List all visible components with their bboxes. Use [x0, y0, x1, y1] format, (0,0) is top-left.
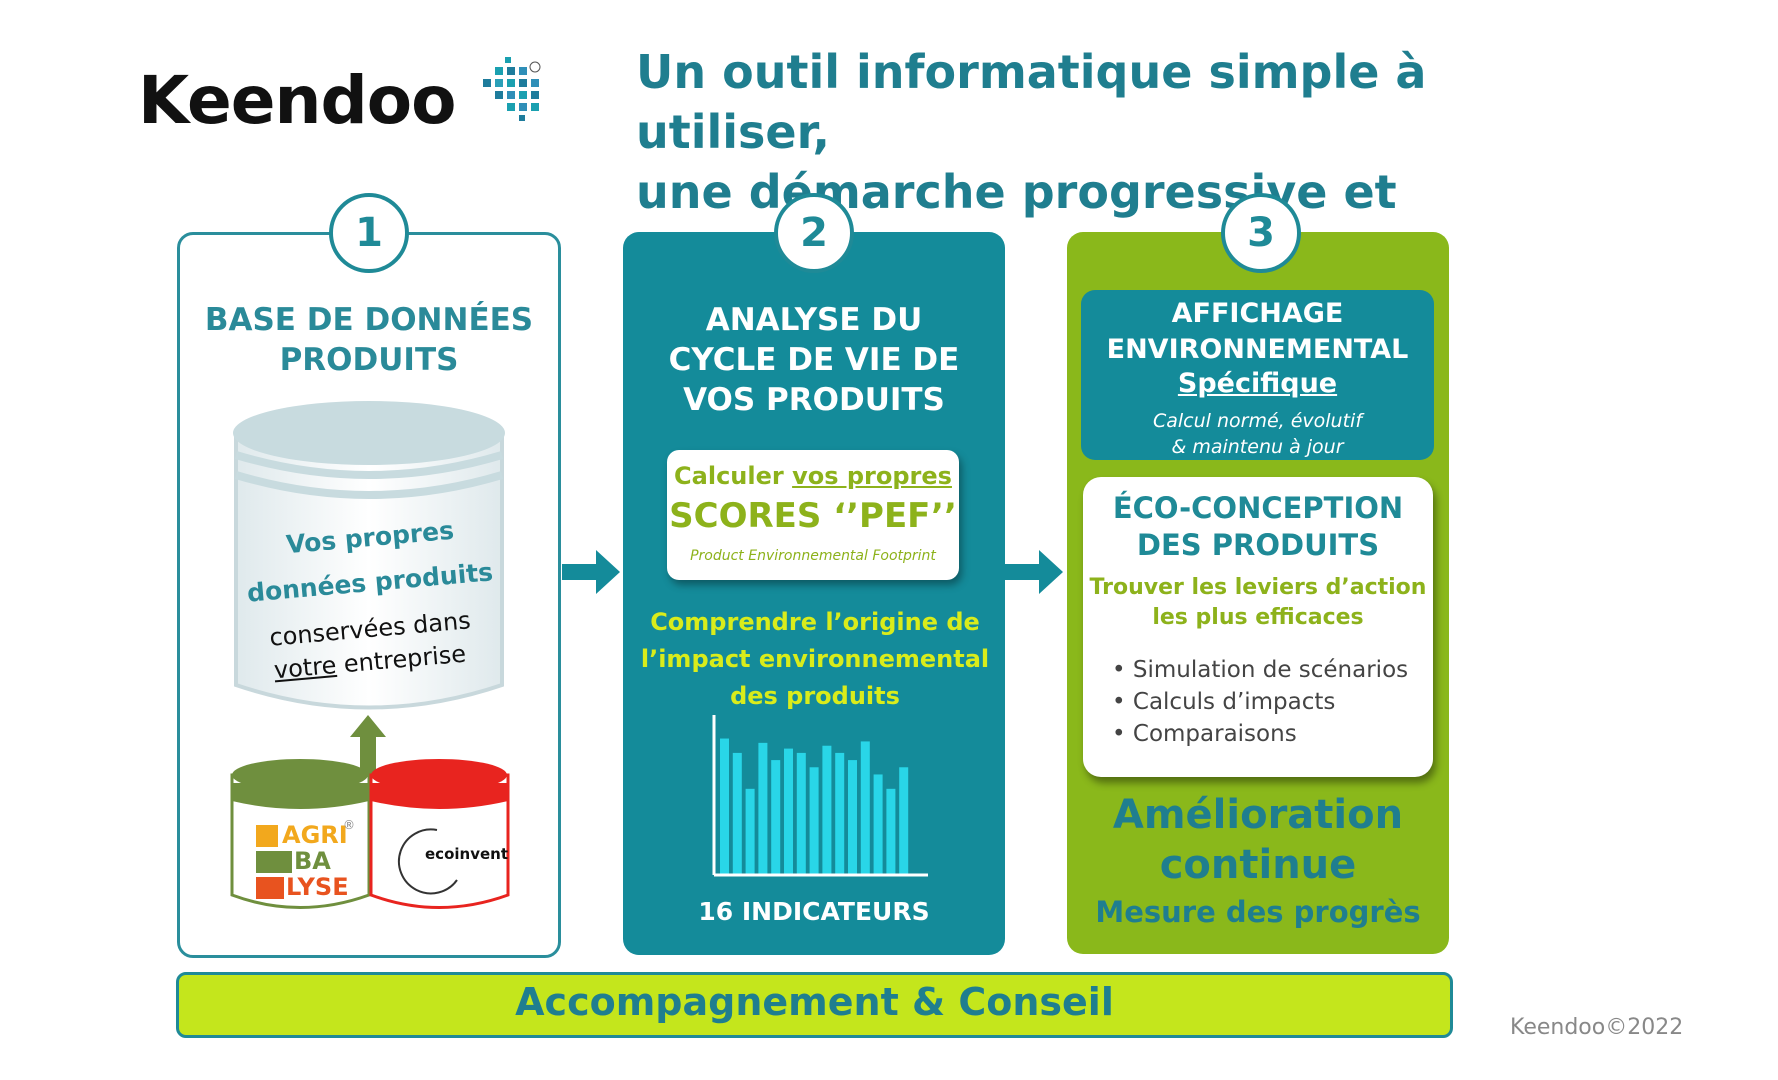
support-banner	[176, 972, 1453, 1038]
understand-line-2: l’impact environnemental	[640, 645, 990, 673]
ecoinvent-cylinder-icon	[369, 759, 510, 909]
panel2-title-line-2: CYCLE DE VIE DE	[668, 342, 960, 378]
up-arrow-icon	[350, 715, 386, 790]
pef-score-card: Calculer vos propres SCORES ‘’PEF’’ Prod…	[667, 450, 959, 580]
logo-text: Keendoo	[138, 62, 456, 139]
pef-prefix: Calculer	[674, 462, 793, 490]
agribalyse-mark: ®	[343, 818, 355, 832]
pef-line-1: Calculer vos propres	[667, 462, 959, 490]
agribalyse-line-2: BA	[294, 847, 331, 875]
panel2-understand-text: Comprendre l’origine de l’impact environ…	[640, 604, 990, 715]
chart-bar	[784, 748, 793, 875]
agribalyse-line-1: AGRI	[282, 821, 348, 849]
panel1-title-line-1: BASE DE DONNÉES	[204, 302, 534, 338]
step-badge-2: 2	[774, 193, 854, 273]
panel2-title: ANALYSE DU CYCLE DE VIE DE VOS PRODUITS	[623, 300, 1005, 420]
list-item: • Calculs d’impacts	[1112, 689, 1336, 715]
pef-full-name: Product Environnemental Footprint	[690, 548, 936, 564]
indicators-count-label: 16 INDICATEURS	[698, 897, 930, 926]
db-text-underlined: votre	[272, 651, 338, 685]
progress-measure-label: Mesure des progrès	[1095, 895, 1421, 929]
chart-bar	[860, 741, 870, 875]
eco-sub-line-2: les plus efficaces	[1152, 605, 1364, 630]
understand-line-3: des produits	[730, 682, 900, 710]
eco-sub-line-1: Trouver les leviers d’action	[1089, 575, 1427, 600]
aff-subtitle: Calcul normé, évolutif & maintenu à jour	[1081, 408, 1434, 460]
logo-pixel-icon	[483, 57, 541, 121]
chart-bar	[720, 738, 729, 875]
aff-specific-label: Spécifique	[1177, 368, 1338, 399]
chart-bar	[745, 788, 755, 875]
eco-title-line-2: DES PRODUITS	[1136, 528, 1380, 562]
eco-bullet-list: • Simulation de scénarios • Calculs d’im…	[1112, 654, 1432, 750]
continuous-improvement: Amélioration continue	[1067, 790, 1449, 890]
eco-subtitle: Trouver les leviers d’action les plus ef…	[1083, 573, 1433, 633]
chart-bar	[886, 788, 896, 875]
step-badge-1: 1	[329, 193, 409, 273]
ecoinvent-label: ecoinvent	[425, 845, 508, 863]
pef-scores: SCORES ‘’PEF’’	[669, 496, 957, 536]
indicators-bar-chart	[712, 715, 928, 877]
list-item: • Simulation de scénarios	[1112, 657, 1409, 683]
copyright-text: Keendoo©2022	[1510, 1015, 1684, 1040]
chart-bar	[822, 745, 832, 875]
list-item: • Comparaisons	[1112, 721, 1297, 747]
chart-bar	[758, 742, 768, 875]
panel2-title-line-1: ANALYSE DU	[705, 302, 923, 338]
panel1-title-line-2: PRODUITS	[279, 342, 459, 378]
pef-underlined: vos propres	[792, 462, 952, 490]
list-item-text: Simulation de scénarios	[1132, 657, 1409, 683]
panel2-title-line-3: VOS PRODUITS	[683, 382, 945, 418]
list-item-text: Comparaisons	[1132, 721, 1297, 747]
aff-title-line-1: AFFICHAGE	[1171, 298, 1344, 329]
arrow-right-icon	[562, 550, 620, 594]
aff-title: AFFICHAGE ENVIRONNEMENTAL	[1081, 296, 1434, 368]
chart-bar	[873, 774, 883, 875]
chart-bar	[835, 752, 845, 875]
chart-bar	[809, 767, 819, 875]
environmental-display-card	[1081, 290, 1434, 460]
eco-title-line-1: ÉCO-CONCEPTION	[1112, 491, 1404, 525]
aff-sub-line-2: & maintenu à jour	[1171, 436, 1344, 458]
amel-line-1: Amélioration	[1112, 792, 1404, 838]
chart-bar	[899, 767, 909, 875]
chart-bars	[720, 738, 909, 875]
arrow-right-icon	[1005, 550, 1063, 594]
panel1-title: BASE DE DONNÉES PRODUITS	[177, 300, 561, 380]
aff-title-line-2: ENVIRONNEMENTAL	[1106, 334, 1409, 365]
eco-design-card	[1083, 477, 1433, 777]
eco-title: ÉCO-CONCEPTION DES PRODUITS	[1083, 490, 1433, 564]
support-banner-label: Accompagnement & Conseil	[515, 980, 1114, 1024]
headline-line-1: Un outil informatique simple à utiliser,	[636, 45, 1427, 159]
list-item-text: Calculs d’impacts	[1132, 689, 1336, 715]
database-cylinder-icon	[233, 401, 505, 710]
chart-bar	[732, 752, 742, 875]
agribalyse-cylinder-icon	[230, 759, 371, 909]
step-badge-3: 3	[1221, 193, 1301, 273]
understand-line-1: Comprendre l’origine de	[650, 608, 980, 636]
chart-bar	[848, 760, 857, 875]
chart-bar	[796, 752, 806, 875]
agribalyse-line-3: LYSE	[286, 873, 349, 901]
chart-bar	[771, 760, 781, 875]
amel-line-2: continue	[1159, 842, 1357, 888]
aff-sub-line-1: Calcul normé, évolutif	[1152, 410, 1363, 432]
